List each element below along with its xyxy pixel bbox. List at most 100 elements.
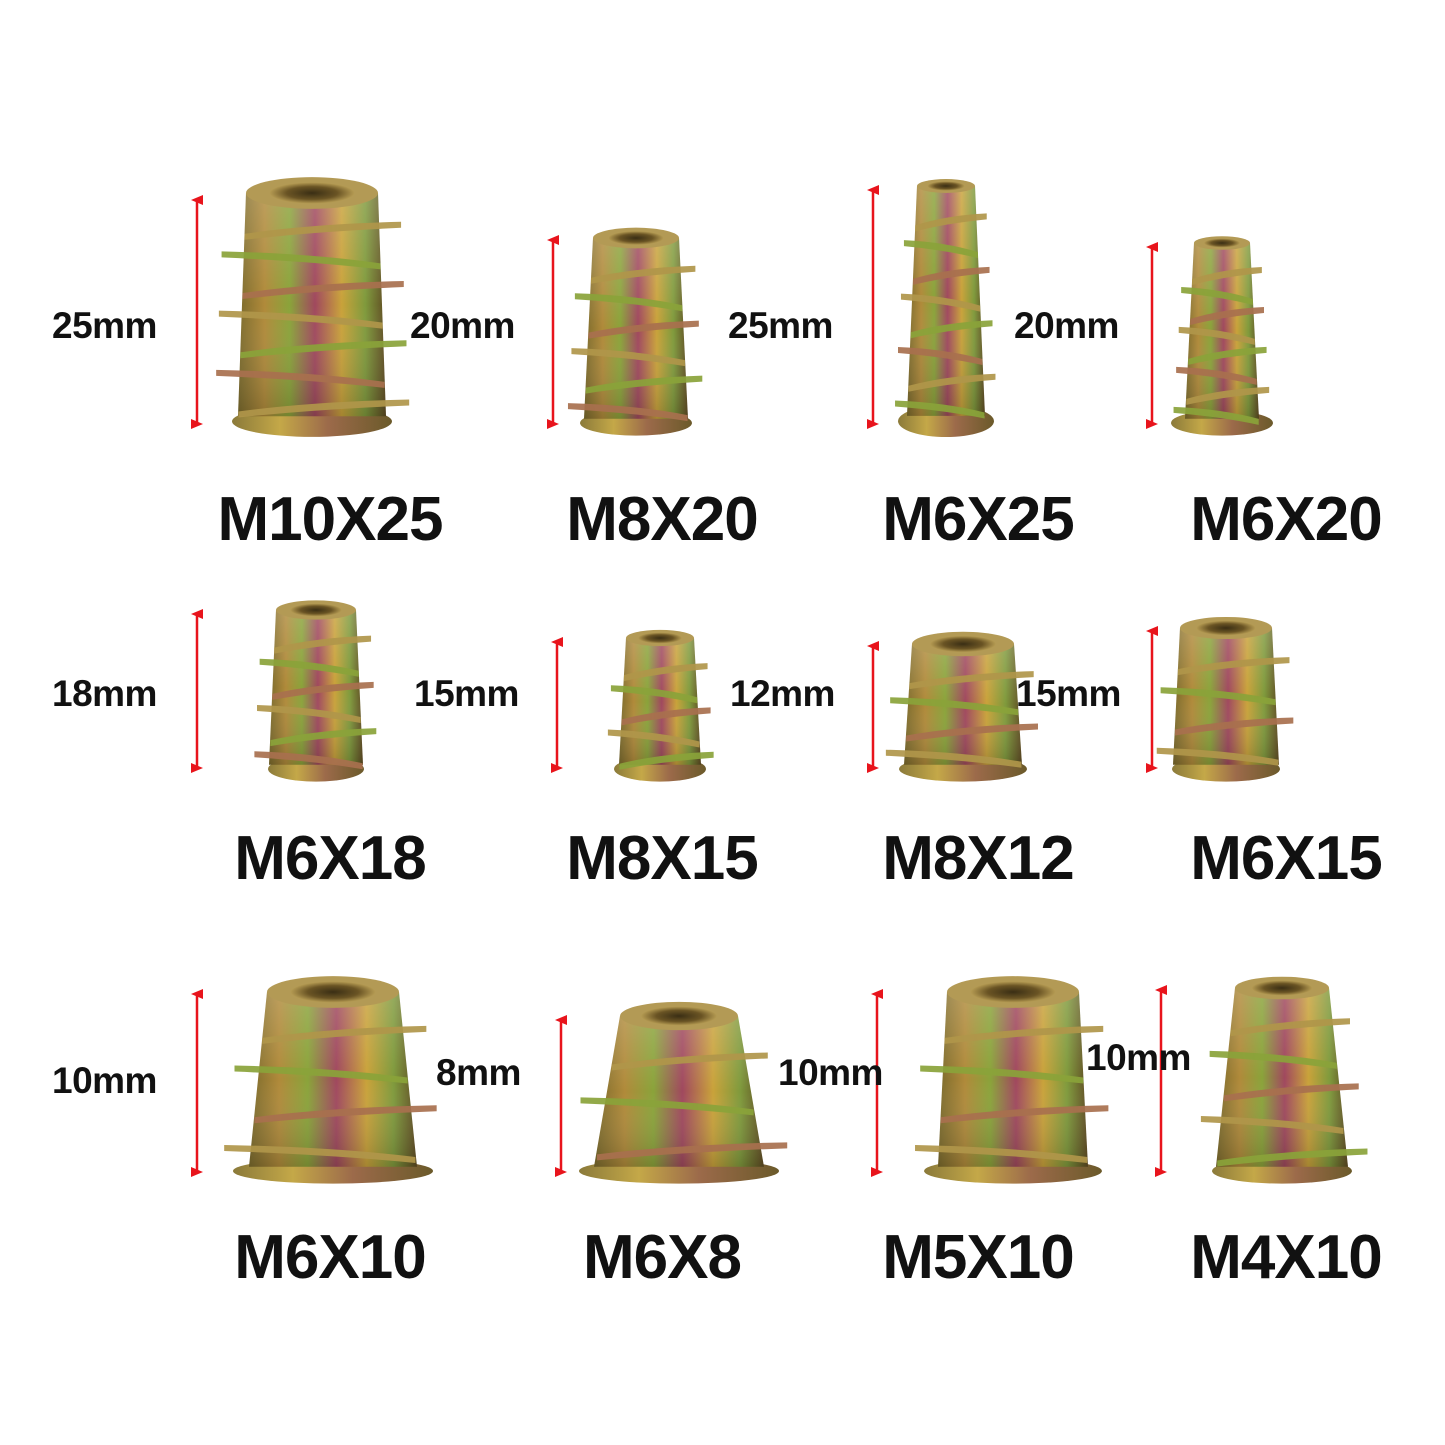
thread-fin <box>1192 266 1262 285</box>
thread-fin <box>1209 1050 1337 1069</box>
size-name: M5X10 <box>882 1223 1074 1292</box>
thread-fin <box>1186 386 1270 405</box>
thread-fin <box>915 213 987 232</box>
thread-fin <box>940 1105 1109 1124</box>
size-name: M8X15 <box>566 824 758 893</box>
insert-m5x10 <box>871 976 1109 1184</box>
thread-fin <box>567 403 688 422</box>
thread-fin <box>274 635 372 654</box>
thread-fin <box>254 751 363 770</box>
thread-fin <box>900 293 981 312</box>
threaded-hole <box>970 981 1056 1003</box>
thread-fin <box>623 663 708 682</box>
thread-fin <box>1181 286 1253 305</box>
thread-fin <box>244 221 402 240</box>
height-label: 15mm <box>1016 673 1121 714</box>
thread-fin <box>242 281 404 300</box>
height-label: 20mm <box>410 305 515 346</box>
thread-fin <box>259 658 359 677</box>
thread-fin <box>580 1097 754 1116</box>
thread-fin <box>908 373 996 392</box>
size-name: M6X15 <box>1190 824 1382 893</box>
thread-fin <box>909 671 1034 690</box>
thread-fin <box>585 375 703 394</box>
thread-fin <box>913 266 990 285</box>
thread-fin <box>611 1052 768 1071</box>
thread-fin <box>221 251 381 270</box>
thread-fin <box>238 399 410 418</box>
thread-fin <box>944 1025 1104 1044</box>
height-label: 10mm <box>778 1052 883 1093</box>
size-name: M4X10 <box>1190 1223 1382 1292</box>
threaded-hole <box>641 1006 717 1026</box>
thread-fin <box>885 749 1022 768</box>
size-name: M6X10 <box>234 1223 426 1292</box>
insert-m6x18 <box>191 600 377 782</box>
threaded-hole <box>269 182 355 204</box>
thread-fin <box>890 697 1019 716</box>
size-name: M8X12 <box>882 824 1074 893</box>
threaded-hole <box>930 635 996 653</box>
insert-m8x20 <box>547 227 703 436</box>
thread-fin <box>571 348 685 367</box>
thread-fin <box>240 340 407 359</box>
insert-m4x10 <box>1155 976 1368 1184</box>
thread-fin <box>607 729 700 748</box>
thread-fin <box>588 320 699 339</box>
height-label: 12mm <box>730 673 835 714</box>
insert-m6x10 <box>191 976 437 1184</box>
threaded-hole <box>290 603 342 617</box>
thread-fin <box>1223 1083 1359 1102</box>
thread-fin <box>920 1065 1084 1084</box>
insert-m6x8 <box>555 1001 788 1184</box>
insert-m10x25 <box>191 177 410 437</box>
thread-fin <box>1173 406 1259 425</box>
size-name: M6X18 <box>234 824 426 893</box>
thread-fin <box>1217 1148 1368 1167</box>
thread-fin <box>591 265 696 284</box>
thread-fin <box>610 685 698 704</box>
height-label: 20mm <box>1014 305 1119 346</box>
thread-fin <box>619 751 714 770</box>
height-label: 18mm <box>52 673 157 714</box>
size-name: M8X20 <box>566 485 758 554</box>
thread-fin <box>224 1144 416 1163</box>
insert-m6x15 <box>1146 616 1294 782</box>
thread-fin <box>272 681 374 700</box>
thread-fin <box>621 707 711 726</box>
height-label: 15mm <box>414 673 519 714</box>
thread-fin <box>906 723 1038 742</box>
height-label: 10mm <box>1086 1037 1191 1078</box>
threaded-hole <box>290 981 376 1003</box>
size-name: M6X20 <box>1190 485 1382 554</box>
insert-shading <box>1216 988 1348 1167</box>
threaded-hole <box>1251 980 1313 996</box>
insert-m6x25 <box>867 179 996 438</box>
thread-fin <box>1178 326 1255 345</box>
threaded-hole <box>638 632 682 644</box>
thread-fin <box>1174 717 1294 736</box>
insert-m8x12 <box>867 631 1038 782</box>
threaded-hole <box>1204 238 1240 248</box>
insert-m6x20 <box>1146 236 1273 436</box>
thread-fin <box>257 704 361 723</box>
thread-fin <box>218 310 383 329</box>
thread-fin <box>234 1065 408 1084</box>
thread-fin <box>1190 306 1264 325</box>
height-label: 10mm <box>52 1060 157 1101</box>
thread-fin <box>915 1144 1088 1163</box>
thread-fin <box>254 1105 437 1124</box>
size-name: M6X8 <box>583 1223 742 1292</box>
thread-fin <box>1177 657 1290 676</box>
thread-fin <box>1160 687 1276 706</box>
thread-fin <box>270 728 377 747</box>
size-name: M6X25 <box>882 485 1074 554</box>
insert-shading <box>238 193 386 417</box>
thread-fin <box>574 293 683 312</box>
insert-m8x15 <box>551 629 714 782</box>
insert-shading <box>594 1016 764 1167</box>
thread-fin <box>1176 366 1257 385</box>
thread-fin <box>895 400 985 419</box>
